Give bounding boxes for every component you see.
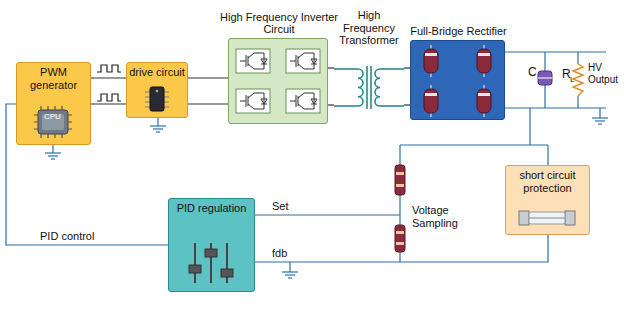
connector-label: PID control <box>40 230 94 243</box>
connector-wire <box>188 77 228 78</box>
connector-wire <box>91 103 126 104</box>
transformer-symbol: High Frequency Transformer <box>334 5 404 117</box>
block-heading: High Frequency Inverter Circuit <box>215 11 343 36</box>
inverter-box: High Frequency Inverter Circuit <box>228 38 328 124</box>
connector-wire <box>328 67 334 68</box>
pwm-generator-box: PWM generator <box>16 62 91 145</box>
connector-wire <box>328 104 334 105</box>
block-label: PID regulation <box>169 199 254 215</box>
chip-marking: CPU <box>44 112 62 121</box>
signal-label: Set <box>272 200 296 213</box>
sampling-label: Voltage Sampling <box>412 204 472 229</box>
pid-regulation-box: PID regulation <box>168 198 255 292</box>
connector-wire <box>91 77 126 78</box>
block-label: PWM generator <box>17 63 90 91</box>
rectifier-box: Full-Bridge Rectifier <box>410 40 505 120</box>
drive-circuit-box: drive circuit <box>126 62 188 118</box>
connector-wire <box>255 235 548 262</box>
block-label: High Frequency Transformer <box>335 6 403 47</box>
capacitor-label: C <box>528 66 538 80</box>
resistor-label: R <box>562 68 571 82</box>
node-icon <box>517 206 577 234</box>
block-label: short circuit protection <box>506 166 589 194</box>
short-circuit-protection-box: short circuit protection <box>505 165 590 235</box>
node-icon <box>181 239 241 291</box>
block-heading: Full-Bridge Rectifier <box>397 25 520 38</box>
node-icon <box>142 85 172 117</box>
connector-wire <box>188 103 228 104</box>
node-icon <box>410 41 505 125</box>
output-label: HV Output <box>588 62 622 85</box>
node-icon <box>228 39 328 127</box>
block-label: drive circuit <box>127 63 187 79</box>
node-icon <box>31 104 75 144</box>
signal-label: fdb <box>272 247 296 260</box>
resistor-subscript: L <box>570 75 576 84</box>
